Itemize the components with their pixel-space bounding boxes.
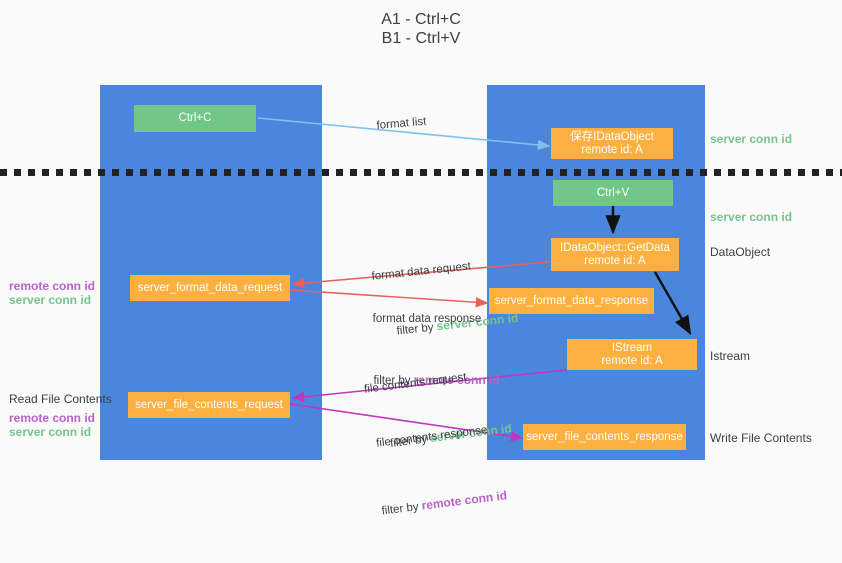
label-dataobject: DataObject [710,245,771,259]
label-remote-conn-id-1: remote conn id [9,279,96,293]
caption-filter-value-remote-conn-id-2: remote conn id [420,488,508,513]
label-server-conn-id-mid: server conn id [710,210,793,224]
caption-format-data-request: format data request [371,260,472,283]
box-idataobject[interactable]: 保存IDataObject remote id: A [551,128,673,159]
caption-filter-prefix-4: filter by [381,500,423,518]
caption-file-contents-request: file contents request [363,371,468,396]
box-ctrl-c[interactable]: Ctrl+C [134,105,256,132]
caption-format-list: format list [376,115,427,132]
dashed-separator [0,169,842,176]
label-istream: Istream [710,349,751,363]
caption-format-data-response: format data response [372,313,482,325]
label-read-file-contents: Read File Contents [9,392,112,406]
label-write-file-contents: Write File Contents [710,431,812,445]
box-server-file-contents-response[interactable]: server_file_contents_response [523,424,686,450]
diagram-canvas: A1 - Ctrl+C B1 - Ctrl+V A1 remote B1 con… [0,11,842,518]
label-server-conn-id-1: server conn id [9,293,92,307]
caption-file-contents-response: file contents response [375,424,489,450]
label-remote-conn-id-2: remote conn id [9,411,96,425]
caption-format-data-response-group: format data response filter by remote co… [341,284,513,430]
page-title: A1 - Ctrl+C B1 - Ctrl+V [381,11,461,47]
caption-file-contents-response-filter: filter by remote conn id [360,474,510,534]
box-server-format-data-request[interactable]: server_format_data_request [130,275,290,301]
caption-file-contents-response-group: file contents response filter by remote … [372,394,513,560]
label-server-conn-id-2: server conn id [9,425,92,439]
box-istream[interactable]: IStream remote id: A [567,339,697,370]
caption-format-data-response-filter: filter by remote conn id [341,359,513,402]
caption-filter-prefix-2: filter by [373,375,414,387]
box-server-format-data-response[interactable]: server_format_data_response [489,288,654,314]
label-server-conn-id-top: server conn id [710,132,793,146]
caption-filter-value-remote-conn-id: remote conn id [413,373,500,387]
box-idataobject-getdata[interactable]: IDataObject::GetData remote id: A [551,238,679,271]
box-server-file-contents-request[interactable]: server_file_contents_request [128,392,290,418]
box-ctrl-v[interactable]: Ctrl+V [553,180,673,206]
